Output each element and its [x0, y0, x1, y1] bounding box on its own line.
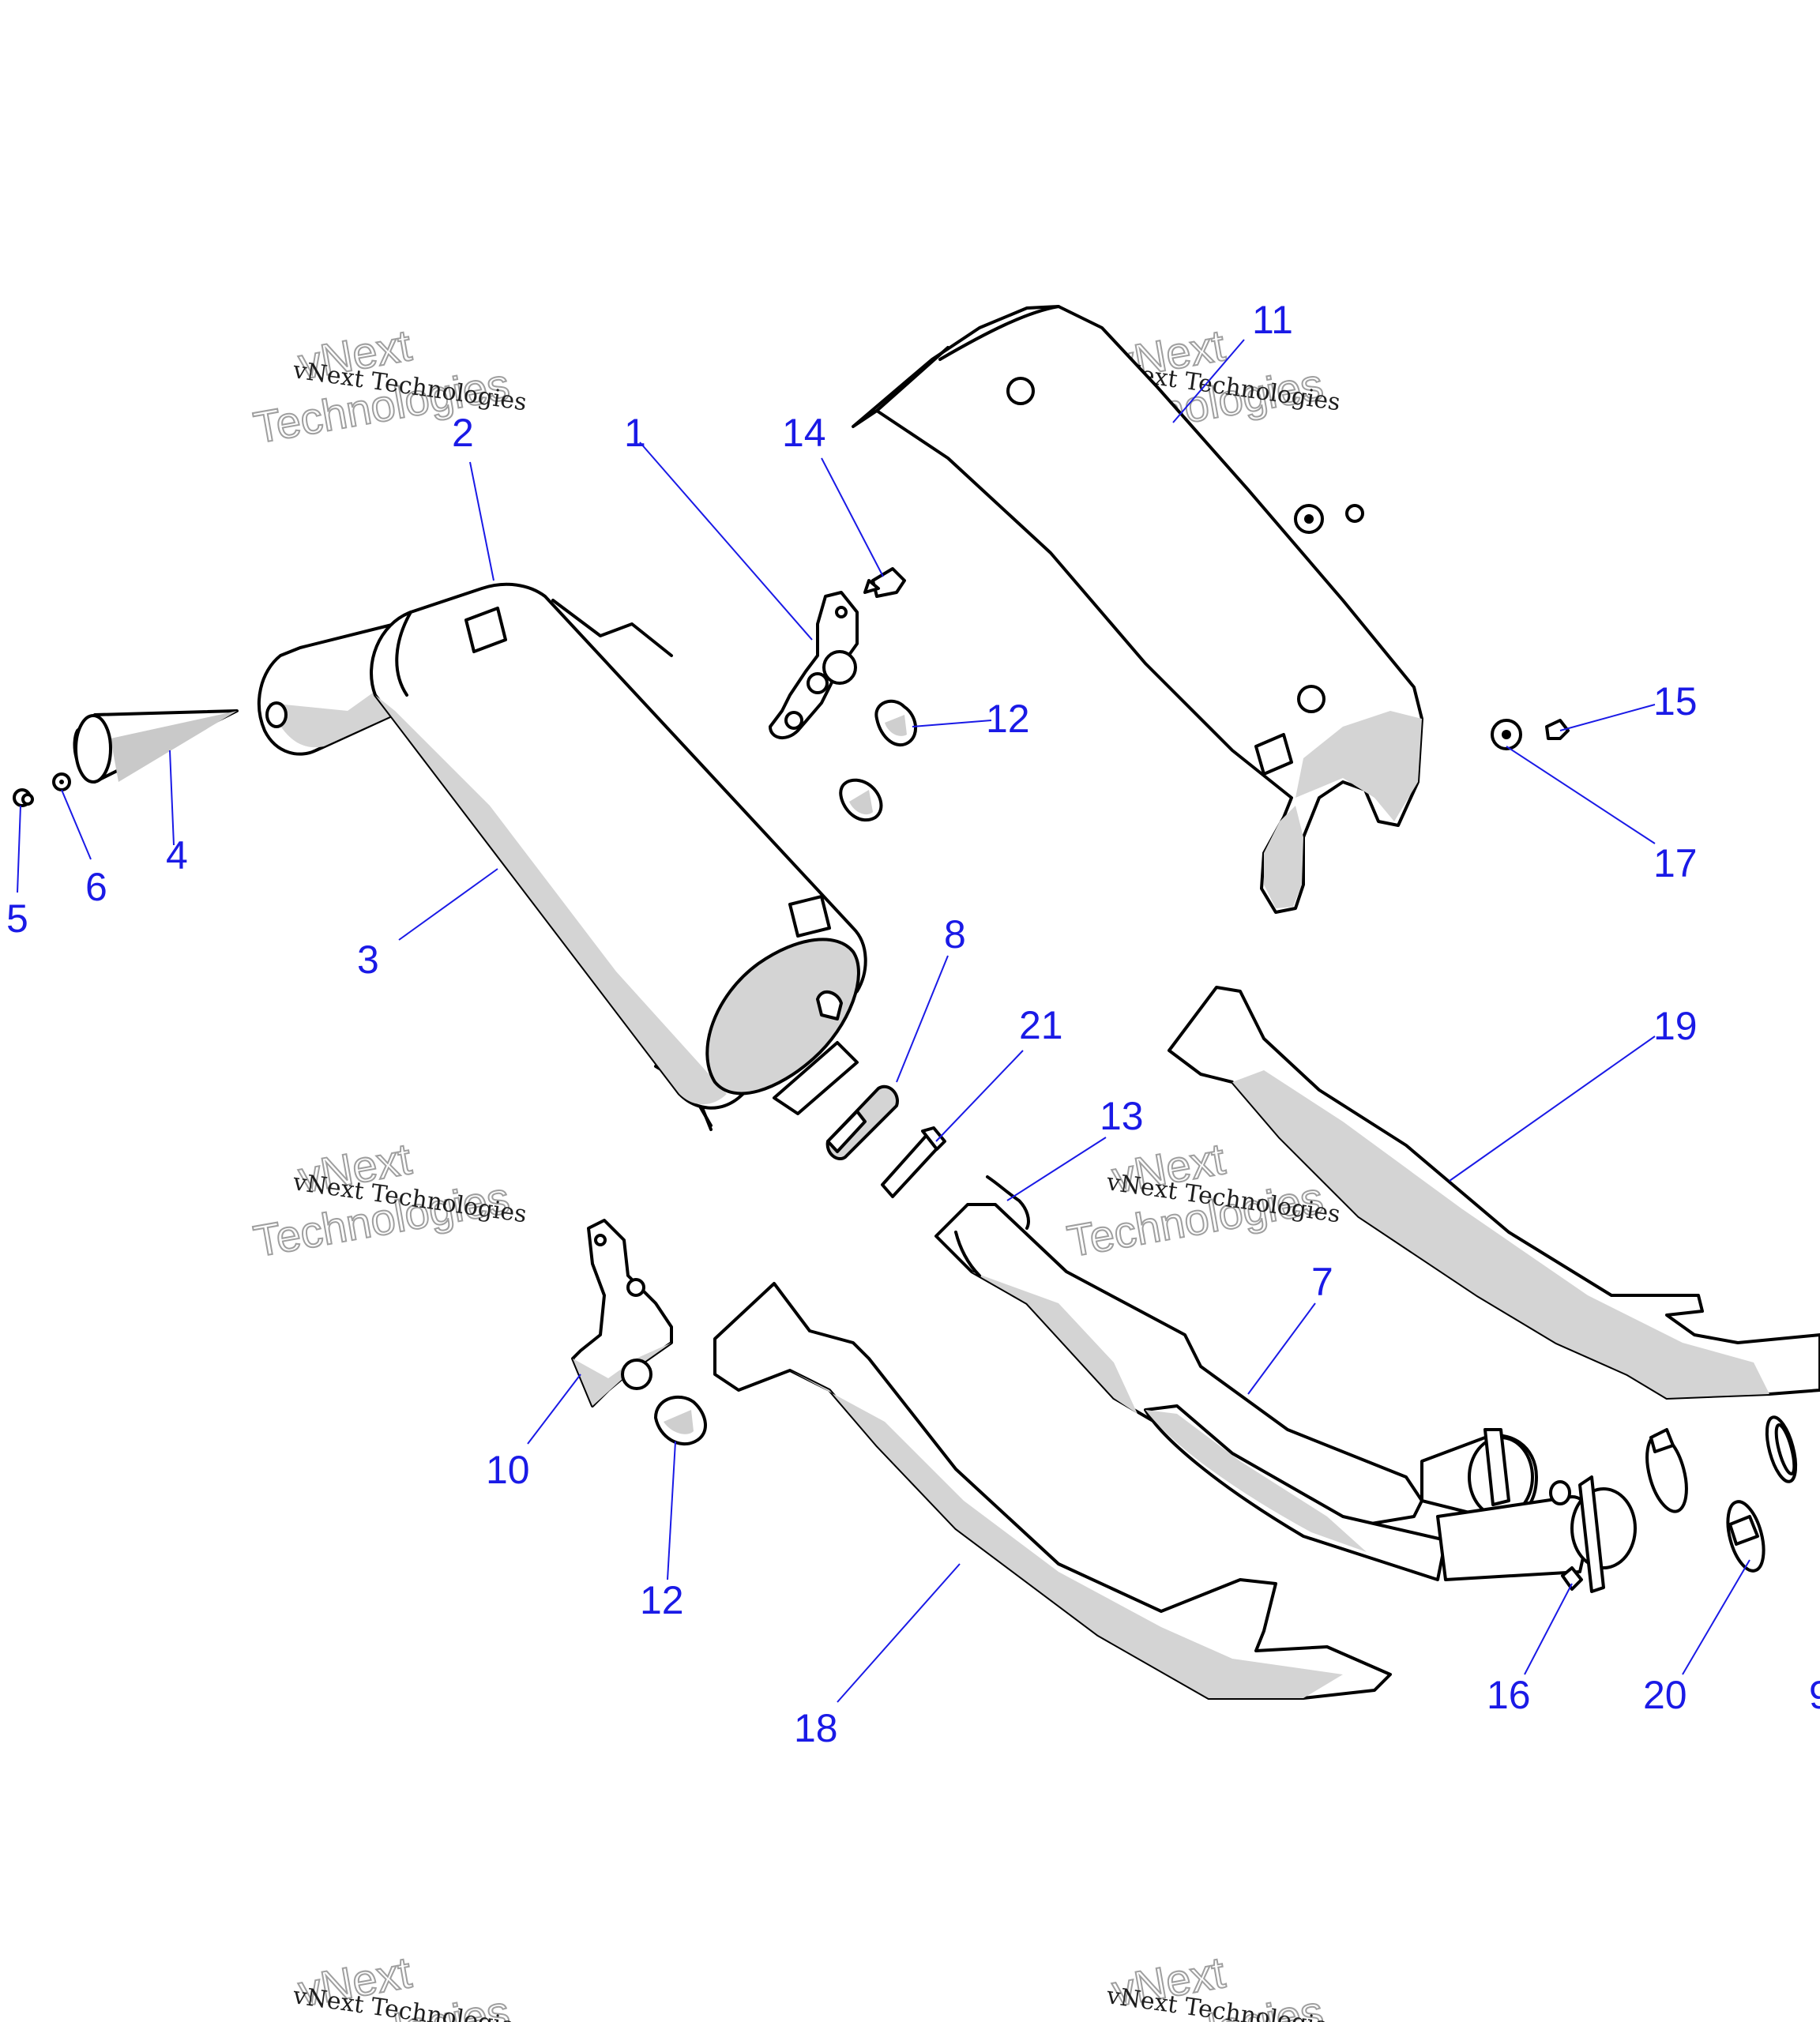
part-heat-shield-19: [1168, 986, 1820, 1400]
shield-stud-icon: [1297, 685, 1326, 713]
leader-8: [896, 955, 949, 1083]
part-nut-16: [1561, 1566, 1583, 1591]
part-gasket-8: [825, 1084, 899, 1160]
callout-3: 3: [357, 938, 379, 982]
leader-19: [1449, 1035, 1656, 1182]
part-muffler: [258, 582, 867, 1131]
part-spark-arrestor: [73, 709, 239, 784]
part-grommet-12-bottom: [654, 1395, 707, 1446]
leader-16: [1524, 1583, 1573, 1675]
part-gasket-9: [1765, 1415, 1798, 1483]
leader-7: [1247, 1302, 1316, 1395]
callout-20: 20: [1643, 1673, 1687, 1717]
callout-11: 11: [1252, 298, 1293, 342]
callout-8: 8: [944, 912, 966, 957]
part-bracket-10: [571, 1219, 673, 1408]
part-washer-17: [1491, 719, 1522, 750]
shield-stud-icon: [1006, 377, 1035, 405]
part-bolt-14: [863, 567, 906, 598]
callout-10: 10: [486, 1448, 530, 1492]
callout-16: 16: [1487, 1673, 1531, 1717]
part-nut-15: [1545, 719, 1570, 740]
part-washer-6: [52, 772, 71, 791]
leader-15: [1559, 704, 1656, 731]
callout-2: 2: [452, 411, 474, 455]
leader-1: [639, 442, 813, 641]
leader-12-bottom: [667, 1441, 676, 1580]
shield-nut-icon: [1345, 504, 1364, 523]
callout-21: 21: [1019, 1003, 1063, 1047]
leader-5: [17, 805, 21, 893]
leader-3: [398, 868, 498, 941]
callout-13: 13: [1100, 1094, 1144, 1138]
callout-14: 14: [782, 411, 826, 455]
callout-12-top: 12: [986, 697, 1030, 741]
part-grommet-12-top: [839, 699, 917, 822]
leader-lines: [17, 339, 1750, 1703]
inlet-port-icon: [265, 701, 288, 728]
leader-21: [935, 1050, 1024, 1142]
callout-1: 1: [624, 411, 646, 455]
callout-19: 19: [1653, 1004, 1698, 1048]
callout-15: 15: [1653, 679, 1698, 723]
callout-7: 7: [1311, 1260, 1333, 1304]
leader-10: [527, 1374, 581, 1445]
part-clip-21: [881, 1126, 946, 1198]
part-heat-shield: [852, 305, 1423, 914]
part-clamp-20: [1645, 1428, 1765, 1573]
part-heat-shield-18: [713, 1282, 1392, 1700]
part-bracket-1: [769, 591, 859, 739]
leader-12-top: [912, 720, 992, 727]
callout-12-bottom: 12: [640, 1578, 684, 1622]
callout-9: 9: [1809, 1673, 1820, 1717]
callout-18: 18: [794, 1706, 838, 1750]
leader-6: [61, 789, 92, 860]
leader-2: [469, 461, 494, 581]
part-header-pipe: [934, 1175, 1637, 1593]
leader-20: [1682, 1559, 1750, 1675]
part-screw-5: [13, 788, 34, 807]
leader-11: [1172, 339, 1245, 423]
leader-14: [821, 457, 884, 577]
callout-6: 6: [85, 865, 107, 909]
callout-labels: 2 1 14 11 12 15 17 4 6 5 3 8 21 13 19 7 …: [6, 298, 1820, 1750]
leader-4: [169, 750, 175, 846]
leader-18: [837, 1563, 961, 1703]
leader-17: [1506, 746, 1656, 844]
leader-13: [1006, 1137, 1107, 1201]
callout-17: 17: [1653, 841, 1698, 885]
callout-5: 5: [6, 896, 28, 941]
callout-4: 4: [166, 833, 188, 878]
